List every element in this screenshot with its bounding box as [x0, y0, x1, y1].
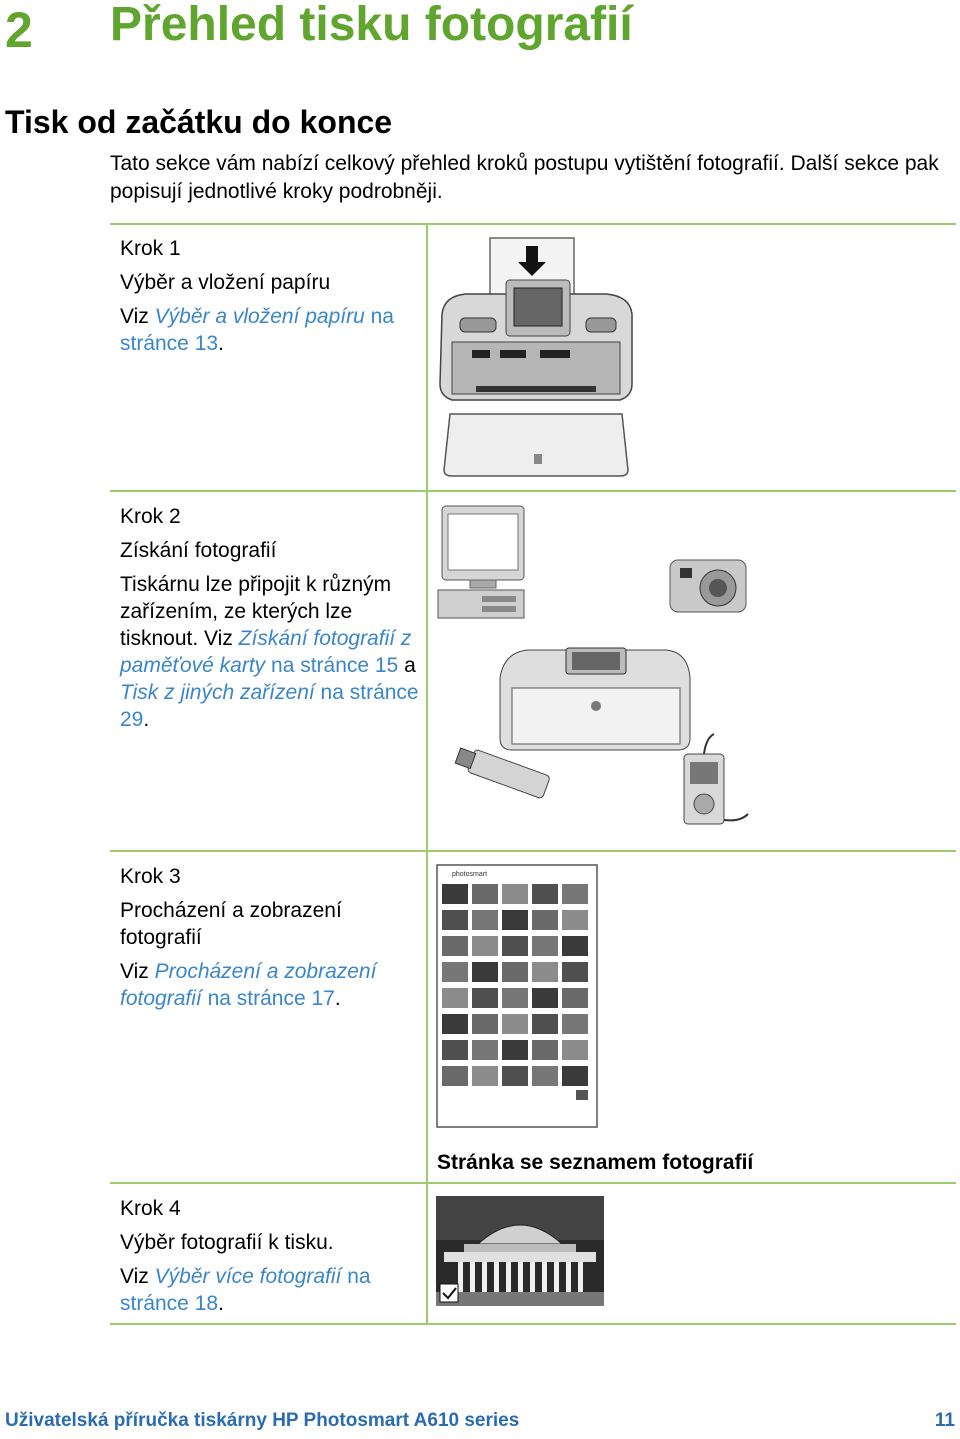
thumbnail — [442, 936, 468, 956]
thumbnail — [442, 884, 468, 904]
thumbnail — [532, 1040, 558, 1060]
thumbnail — [472, 962, 498, 982]
thumbnail — [502, 936, 528, 956]
thumbnail — [562, 988, 588, 1008]
thumbnail — [532, 988, 558, 1008]
thumbnail — [562, 1040, 588, 1060]
thumbnail — [472, 910, 498, 930]
thumbnail — [442, 1066, 468, 1086]
thumbnail — [472, 1040, 498, 1060]
thumbnail-grid — [442, 884, 588, 1086]
page-link[interactable]: na stránce 17 — [207, 987, 335, 1010]
page-footer: Uživatelská příručka tiskárny HP Photosm… — [5, 1409, 955, 1433]
step-desc: Viz Výběr více fotografií na stránce 18. — [120, 1265, 371, 1315]
devices-illustration — [437, 505, 749, 825]
thumbnail — [562, 936, 588, 956]
step-3-text: Krok 3 Procházení a zobrazení fotografií… — [120, 863, 420, 1012]
thumbnail — [472, 884, 498, 904]
thumbnail — [442, 1014, 468, 1034]
thumbnail — [502, 884, 528, 904]
page-link[interactable]: na stránce 15 — [271, 654, 399, 677]
row-divider — [110, 1323, 956, 1325]
row-divider — [110, 1182, 956, 1184]
step-title: Výběr a vložení papíru — [120, 271, 331, 294]
step-label: Krok 2 — [120, 505, 181, 528]
page-link[interactable]: na stránce 29 — [120, 681, 419, 731]
thumbnail — [502, 962, 528, 982]
step-label: Krok 3 — [120, 865, 181, 888]
step-title: Procházení a zobrazení fotografií — [120, 899, 342, 949]
thumbnail — [502, 1066, 528, 1086]
step-label: Krok 1 — [120, 237, 181, 260]
selected-photo-illustration — [436, 1196, 604, 1306]
thumbnail — [442, 1040, 468, 1060]
thumbnail — [472, 1014, 498, 1034]
thumbnail — [562, 884, 588, 904]
checkbox-icon — [439, 1283, 459, 1303]
row-divider — [110, 223, 956, 225]
step-title: Získání fotografií — [120, 539, 277, 562]
chapter-number: 2 — [5, 2, 33, 58]
thumbnail — [442, 988, 468, 1008]
step-link[interactable]: Tisk z jiných zařízení — [120, 681, 315, 704]
thumbnail — [532, 910, 558, 930]
thumbnail — [502, 988, 528, 1008]
thumbnail — [502, 1014, 528, 1034]
section-intro: Tato sekce vám nabízí celkový přehled kr… — [110, 152, 939, 203]
row-divider — [110, 490, 956, 492]
thumbnail — [562, 1066, 588, 1086]
thumbnail — [532, 962, 558, 982]
thumbnail — [532, 1014, 558, 1034]
thumbnail — [472, 988, 498, 1008]
thumbnail — [442, 910, 468, 930]
section-title: Tisk od začátku do konce — [5, 104, 393, 140]
thumbnail — [562, 962, 588, 982]
printer-paper-illustration — [439, 237, 633, 477]
footer-text: Uživatelská příručka tiskárny HP Photosm… — [5, 1410, 520, 1431]
row-divider — [110, 850, 956, 852]
page-link[interactable]: na stránce 18 — [120, 1265, 371, 1315]
page-link[interactable]: na stránce 13 — [120, 305, 394, 355]
thumbnail — [532, 884, 558, 904]
step-label: Krok 4 — [120, 1197, 181, 1220]
page-number: 11 — [934, 1410, 955, 1431]
thumbnail — [532, 936, 558, 956]
thumbnail — [472, 936, 498, 956]
step-desc: Viz Procházení a zobrazení fotografií na… — [120, 960, 377, 1010]
step-link[interactable]: Výběr a vložení papíru — [154, 305, 365, 328]
index-sheet-brand: photosmart — [452, 871, 487, 878]
column-divider — [426, 223, 428, 1325]
step-desc: Viz Výběr a vložení papíru na stránce 13… — [120, 305, 394, 355]
thumbnail — [472, 1066, 498, 1086]
step-1-text: Krok 1 Výběr a vložení papíru Viz Výběr … — [120, 235, 420, 357]
thumbnail — [502, 910, 528, 930]
step-4-text: Krok 4 Výběr fotografií k tisku. Viz Výb… — [120, 1195, 420, 1317]
chapter-title: Přehled tisku fotografií — [110, 0, 633, 51]
thumbnail — [502, 1040, 528, 1060]
thumbnail — [562, 910, 588, 930]
step-2-text: Krok 2 Získání fotografií Tiskárnu lze p… — [120, 503, 420, 733]
thumbnail — [532, 1066, 558, 1086]
photo-index-sheet-illustration: photosmart — [436, 864, 598, 1128]
step-desc: Tiskárnu lze připojit k různým zařízením… — [120, 573, 419, 731]
step-link[interactable]: Získání fotografií z paměťové karty — [120, 627, 412, 677]
thumbnail — [562, 1014, 588, 1034]
step-link[interactable]: Procházení a zobrazení fotografií — [120, 960, 377, 1010]
step-title: Výběr fotografií k tisku. — [120, 1231, 334, 1254]
thumbnail — [442, 962, 468, 982]
step-link[interactable]: Výběr více fotografií — [154, 1265, 342, 1288]
figure-caption: Stránka se seznamem fotografií — [437, 1151, 754, 1174]
